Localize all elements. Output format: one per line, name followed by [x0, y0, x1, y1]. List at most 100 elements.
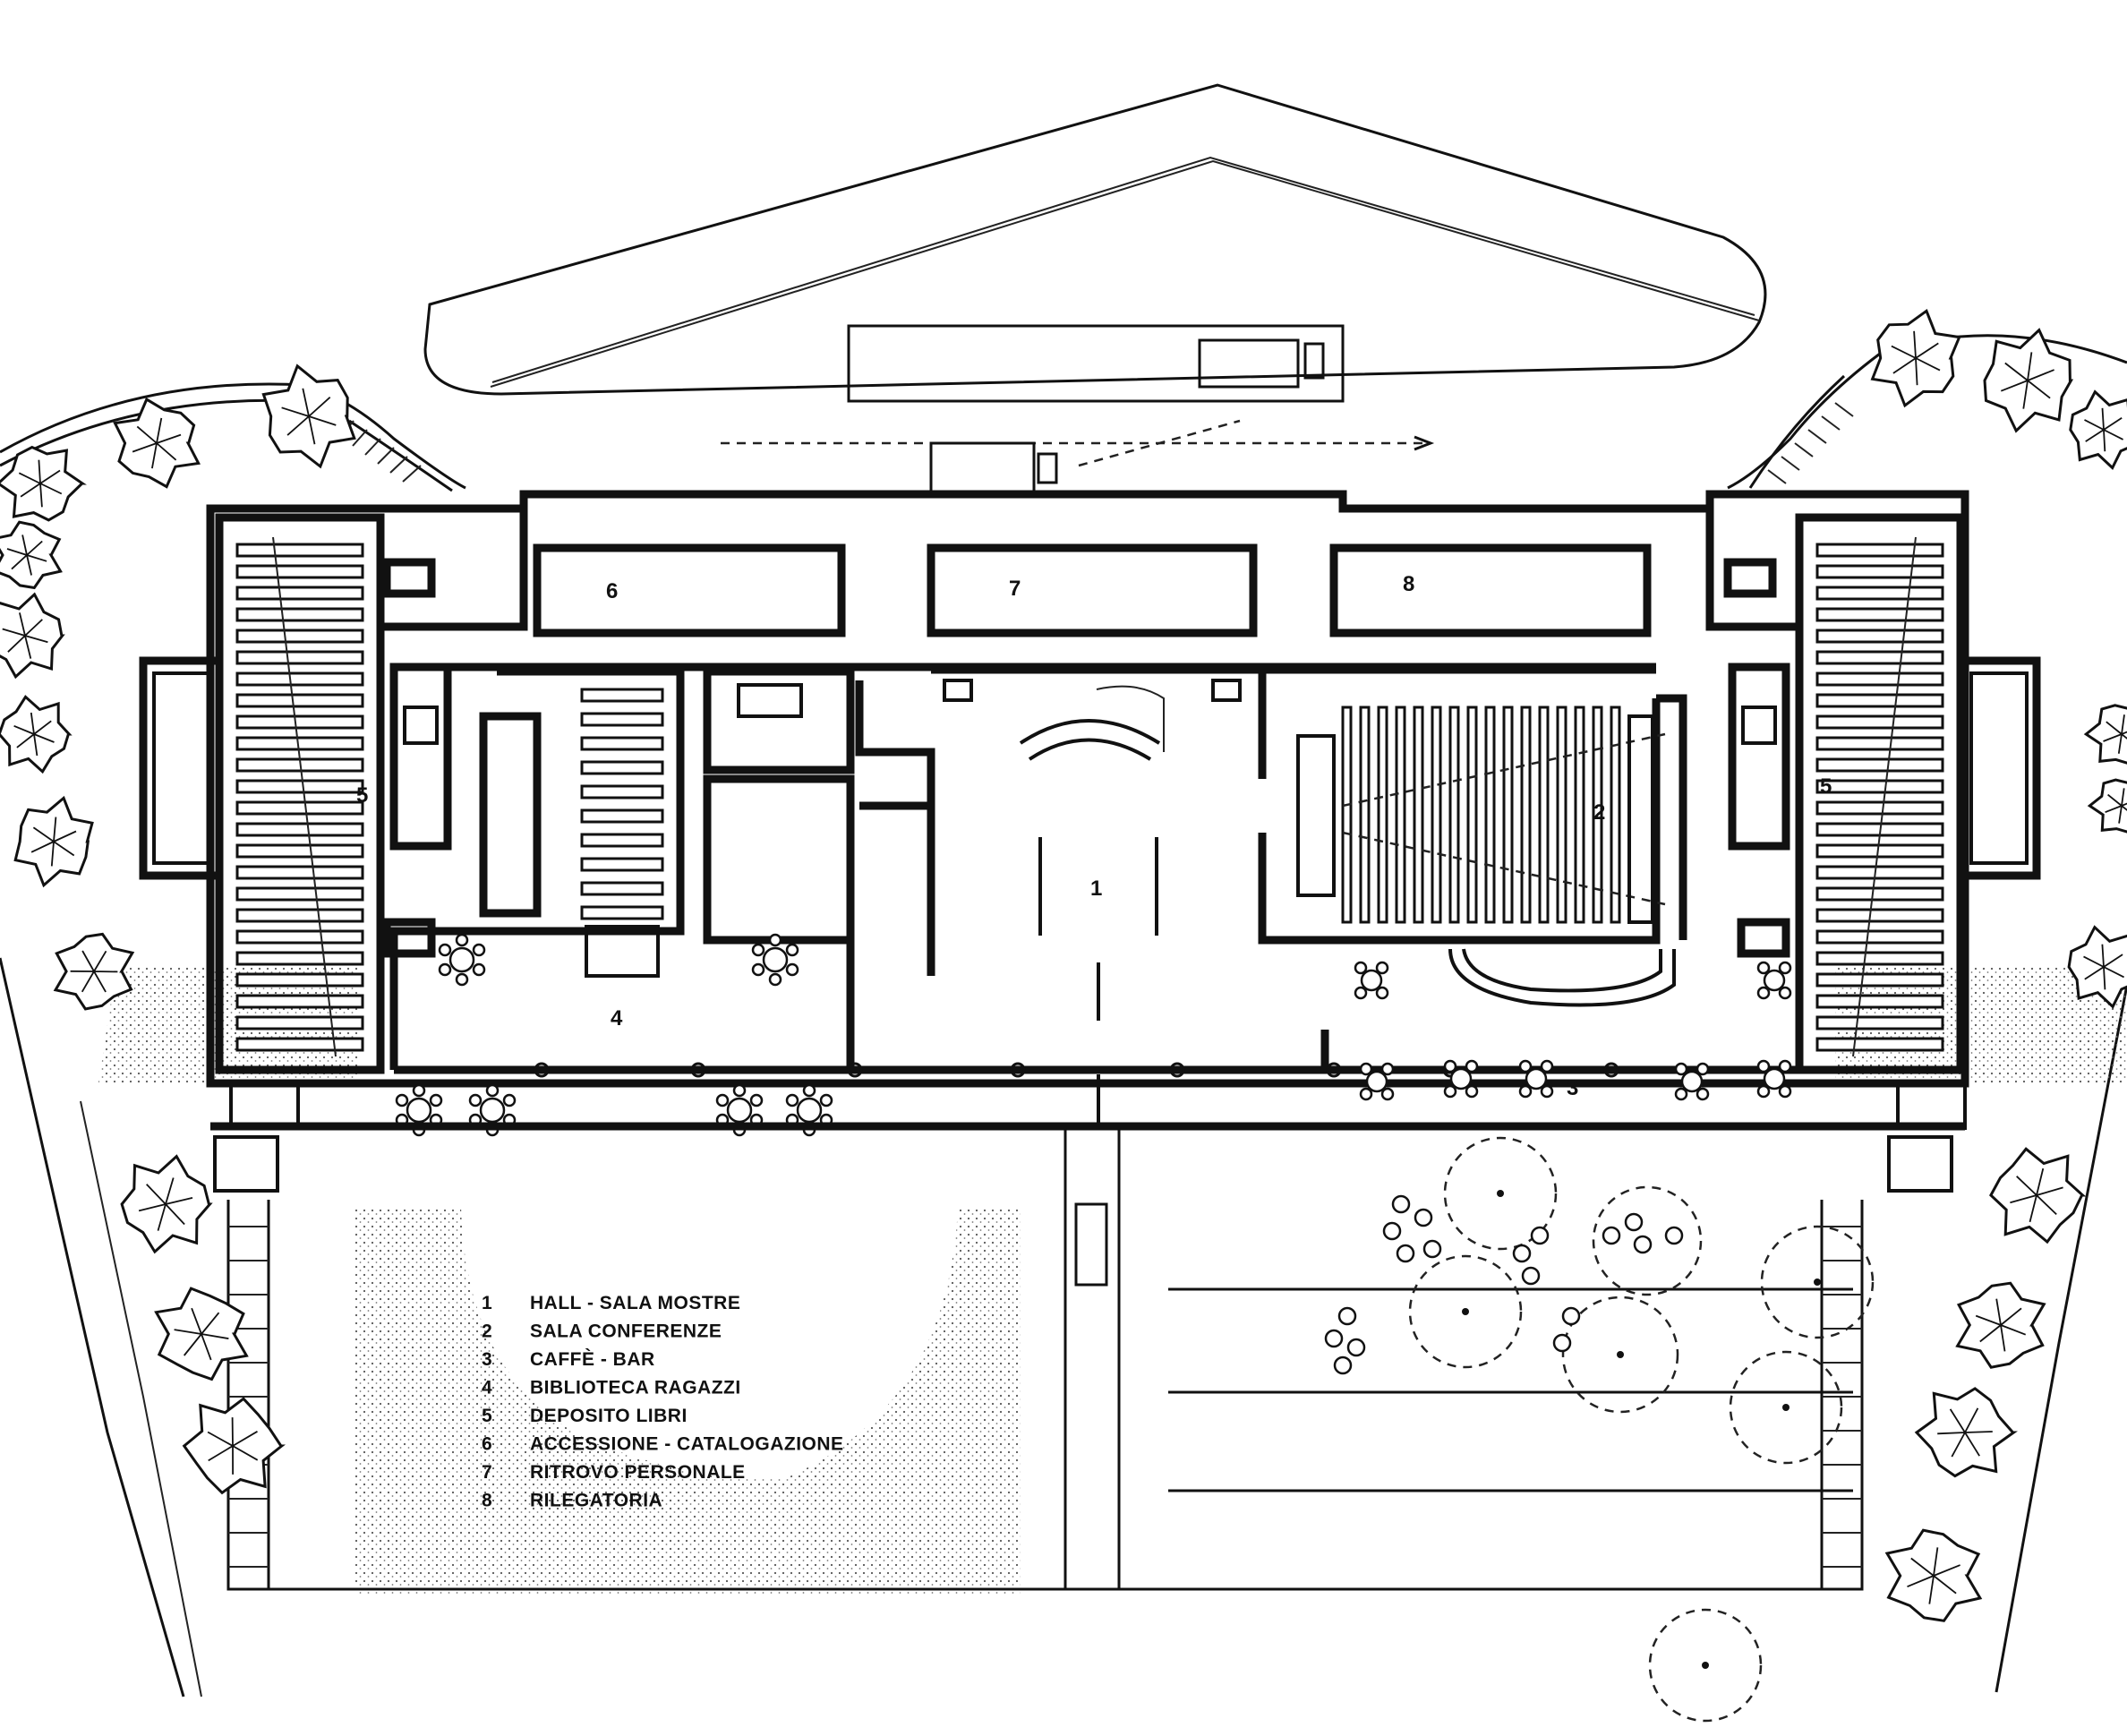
legend-label: BIBLIOTECA RAGAZZI	[530, 1378, 741, 1398]
book-shelf	[235, 822, 364, 837]
seat-row	[1466, 706, 1478, 924]
book-shelf	[235, 586, 364, 601]
seat-row	[1592, 706, 1603, 924]
seat-row	[1502, 706, 1514, 924]
book-shelf	[580, 833, 664, 848]
book-shelf	[235, 607, 364, 622]
seat-row	[1377, 706, 1388, 924]
book-shelf	[1815, 951, 1944, 966]
book-shelf	[235, 714, 364, 730]
seat-row	[1574, 706, 1585, 924]
book-shelf	[235, 865, 364, 880]
book-shelf	[580, 784, 664, 800]
room-label-5-left: 5	[356, 783, 368, 808]
book-shelf	[580, 688, 664, 703]
book-shelf	[580, 760, 664, 775]
trees	[0, 308, 2127, 1622]
tree-branches	[132, 417, 182, 469]
room-label-8: 8	[1403, 572, 1414, 596]
book-shelf	[1815, 543, 1944, 558]
outdoor-chairs	[1324, 1194, 1684, 1375]
book-shelf	[235, 951, 364, 966]
hall-columns	[534, 837, 1619, 1128]
book-shelf	[580, 712, 664, 727]
book-shelf	[580, 808, 664, 824]
stack-diagonal	[1852, 536, 1917, 1057]
tree-branches	[207, 1417, 259, 1475]
room-label-2: 2	[1593, 800, 1605, 825]
book-shelf	[235, 564, 364, 579]
book-shelf	[1815, 671, 1944, 687]
legend-label: RITROVO PERSONALE	[530, 1462, 746, 1483]
seat-row	[1520, 706, 1532, 924]
book-shelf	[1815, 908, 1944, 923]
book-shelf	[1815, 929, 1944, 945]
tree-branches	[138, 1177, 193, 1231]
book-shelf	[1815, 779, 1944, 794]
book-shelf	[1815, 843, 1944, 859]
room-label-4: 4	[611, 1006, 623, 1030]
stack-shelves-right	[1815, 536, 1944, 1057]
legend-number: 5	[482, 1406, 492, 1426]
tree-icon	[2083, 704, 2127, 765]
tree-branches	[2, 612, 48, 659]
tree-branches	[2000, 352, 2054, 409]
tree-trunk	[1782, 1404, 1790, 1411]
book-shelf	[1815, 865, 1944, 880]
conference-seating	[1341, 706, 1621, 924]
book-shelf	[1815, 1037, 1944, 1052]
book-shelf	[1815, 564, 1944, 579]
legend-label: CAFFÈ - BAR	[530, 1349, 655, 1370]
tree-crown	[1561, 1296, 1679, 1414]
tree-branches	[174, 1307, 229, 1361]
book-shelf	[580, 736, 664, 751]
seat-row	[1359, 706, 1371, 924]
book-shelf	[235, 671, 364, 687]
legend-number: 7	[482, 1462, 492, 1483]
terrace-tree-crowns	[1408, 1136, 1875, 1723]
seat-row	[1538, 706, 1550, 924]
tree-crown	[1443, 1136, 1558, 1251]
room-label-3: 3	[1567, 1076, 1578, 1100]
book-shelf	[1815, 736, 1944, 751]
tree-icon	[2067, 925, 2127, 1009]
tree-branches	[2084, 407, 2124, 452]
book-shelf	[580, 905, 664, 920]
stack-diagonal	[272, 536, 337, 1057]
book-shelf	[1815, 1015, 1944, 1030]
tree-crown	[1408, 1254, 1523, 1369]
legend-number: 2	[482, 1321, 492, 1342]
tree-branches	[1907, 1547, 1960, 1604]
book-shelf	[1815, 714, 1944, 730]
legend-label: RILEGATORIA	[530, 1491, 662, 1511]
legend-number: 3	[482, 1349, 492, 1370]
book-shelf	[580, 857, 664, 872]
book-shelf	[1815, 586, 1944, 601]
book-shelf	[235, 629, 364, 644]
tree-branches	[281, 388, 337, 445]
tree-trunk	[1462, 1308, 1469, 1315]
tree-branches	[70, 950, 118, 993]
room-label-5-right: 5	[1820, 774, 1832, 799]
book-shelf	[235, 972, 364, 988]
book-shelf	[1815, 994, 1944, 1009]
seat-row	[1413, 706, 1424, 924]
book-shelf	[580, 881, 664, 896]
book-shelf	[1815, 650, 1944, 665]
tree-trunk	[1497, 1190, 1504, 1197]
tree-branches	[1937, 1407, 1993, 1458]
seat-row	[1448, 706, 1460, 924]
tree-icon	[0, 592, 65, 680]
book-shelf	[235, 693, 364, 708]
tree-branches	[2083, 944, 2125, 990]
tree-crown	[1729, 1350, 1843, 1465]
legend-label: HALL - SALA MOSTRE	[530, 1293, 740, 1313]
tree-crown	[1648, 1608, 1763, 1723]
book-shelf	[235, 1037, 364, 1052]
tree-branches	[1975, 1298, 2027, 1352]
book-shelf	[235, 800, 364, 816]
room-labels: 1 2 3 4 5 5 6 7 8	[356, 572, 1832, 1100]
room-label-1: 1	[1090, 877, 1102, 901]
tree-branches	[30, 817, 77, 867]
